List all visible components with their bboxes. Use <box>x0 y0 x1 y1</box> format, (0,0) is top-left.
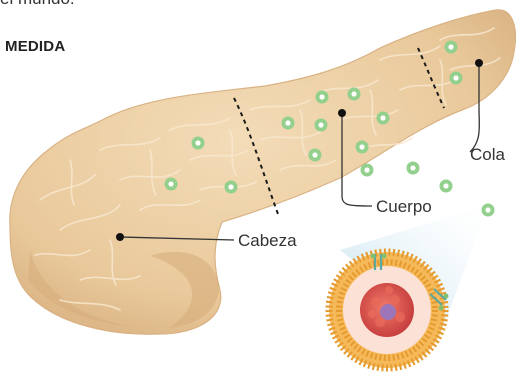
label-tail: Cola <box>470 146 505 163</box>
cell-membrane-diagram <box>329 252 449 368</box>
islet-cell-dot <box>361 164 374 177</box>
islet-cell-dot <box>377 112 390 125</box>
islet-cell-dot <box>225 181 238 194</box>
callout-point-tail <box>475 59 483 67</box>
label-head: Cabeza <box>238 232 297 249</box>
islet-cell-dot <box>482 204 495 217</box>
islet-cell-dot <box>192 137 205 150</box>
label-body: Cuerpo <box>376 198 432 215</box>
islet-cell-dot <box>440 180 453 193</box>
islet-cell-dot <box>356 141 369 154</box>
callout-point-head <box>116 233 124 241</box>
islet-cell-dot <box>309 149 322 162</box>
islet-cell-dot <box>316 91 329 104</box>
islet-cell-dot <box>348 88 361 101</box>
islet-cell-dot <box>450 72 463 85</box>
islet-cell-dot <box>407 162 420 175</box>
islet-cell-dot <box>445 41 458 54</box>
islet-cell-dot <box>282 117 295 130</box>
islet-cell-dot <box>315 119 328 132</box>
islet-cell-dot <box>165 178 178 191</box>
callout-point-body <box>338 109 346 117</box>
